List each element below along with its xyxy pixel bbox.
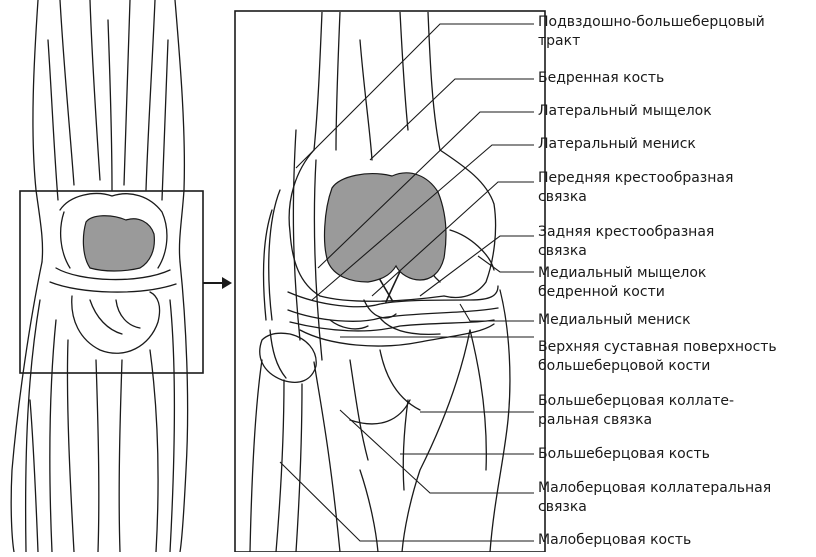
label-tibial-plateau-line1: Верхняя суставная поверхность [538,338,777,357]
label-acl-line2: связка [538,188,733,207]
label-tibial-collateral-line2: ральная связка [538,411,734,430]
label-femur: Бедренная кость [538,69,664,88]
label-fibular-collateral-line2: связка [538,498,771,517]
label-lateral-condyle: Латеральный мыщелок [538,102,712,121]
label-medial-condyle-line2: бедренной кости [538,283,706,302]
label-medial-condyle: Медиальный мыщелок бедренной кости [538,264,706,302]
label-acl: Передняя крестообразная связка [538,169,733,207]
label-tibia-line1: Большеберцовая кость [538,445,710,464]
leg-overview [11,0,187,552]
leader-femur [370,79,534,160]
label-tibial-collateral-line1: Большеберцовая коллате- [538,392,734,411]
label-fibula-line1: Малоберцовая кость [538,531,691,550]
leader-iliotibial-tract [296,24,534,168]
label-iliotibial-tract-line1: Подвздошно-большеберцовый [538,13,765,32]
label-fibular-collateral-line1: Малоберцовая коллатеральная [538,479,771,498]
label-acl-line1: Передняя крестообразная [538,169,733,188]
label-pcl: Задняя крестообразная связка [538,223,714,261]
label-medial-condyle-line1: Медиальный мыщелок [538,264,706,283]
leader-medial-condyle [478,256,534,272]
femoral-cartilage-thumbnail [83,216,154,271]
label-tibial-plateau-line2: большеберцовой кости [538,357,777,376]
label-fibula: Малоберцовая кость [538,531,691,550]
label-lateral-meniscus-line1: Латеральный мениск [538,135,696,154]
label-tibia: Большеберцовая кость [538,445,710,464]
label-medial-meniscus: Медиальный мениск [538,311,691,330]
label-iliotibial-tract-line2: тракт [538,32,765,51]
label-iliotibial-tract: Подвздошно-большеберцовый тракт [538,13,765,51]
label-femur-line1: Бедренная кость [538,69,664,88]
label-pcl-line1: Задняя крестообразная [538,223,714,242]
femoral-cartilage [325,173,446,282]
label-tibial-plateau: Верхняя суставная поверхность большеберц… [538,338,777,376]
label-lateral-condyle-line1: Латеральный мыщелок [538,102,712,121]
label-pcl-line2: связка [538,242,714,261]
leader-medial-meniscus [460,304,534,321]
zoom-arrow [203,277,232,289]
label-medial-meniscus-line1: Медиальный мениск [538,311,691,330]
label-fibular-collateral: Малоберцовая коллатеральная связка [538,479,771,517]
label-tibial-collateral: Большеберцовая коллате- ральная связка [538,392,734,430]
leader-fibular-collateral [340,410,534,493]
label-lateral-meniscus: Латеральный мениск [538,135,696,154]
